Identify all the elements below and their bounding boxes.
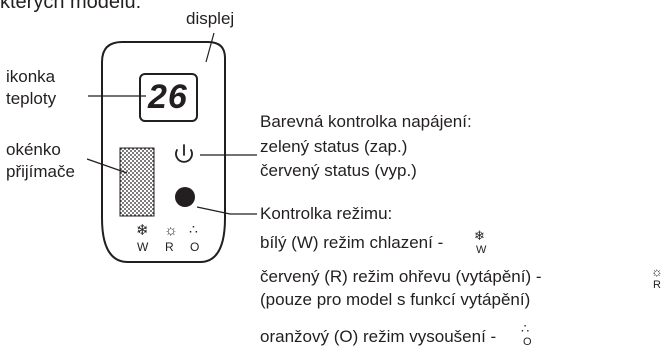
temp-icon-label-line1: ikonka (6, 67, 56, 86)
mode-led (175, 187, 195, 207)
receiver-window (119, 147, 155, 217)
mode-letter-r: R (165, 240, 174, 254)
mode-heat-letter: R (653, 279, 661, 291)
display-label: displej (186, 9, 235, 28)
receiver-label-line1: okénko (6, 140, 61, 159)
mode-cool-letter: W (476, 244, 487, 256)
sun-icon: ☼ (164, 222, 178, 239)
power-indicator-title: Barevná kontrolka napájení: (260, 112, 472, 131)
mode-dry-letter: O (523, 336, 532, 348)
snowflake-icon: ❄ (136, 222, 149, 239)
mode-letter-w: W (137, 240, 149, 254)
display-temperature: 26 (148, 78, 188, 116)
mode-heat-text: červený (R) režim ohřevu (vytápění) - (260, 267, 542, 286)
mode-heat-note: (pouze pro model s funkcí vytápění) (260, 290, 531, 309)
temp-icon-label-line2: teploty (6, 89, 57, 108)
receiver-label-line2: přijímače (6, 162, 75, 181)
mode-dry-text: oranžový (O) režim vysoušení - (260, 327, 497, 346)
leader-lines (86, 32, 257, 215)
droplets-icon: ∴ (521, 321, 530, 336)
mode-indicator-title: Kontrolka režimu: (260, 204, 393, 223)
mode-cool-text: bílý (W) režim chlazení - (260, 233, 444, 252)
power-indicator-red: červený status (vyp.) (260, 161, 417, 180)
mode-letter-o: O (190, 240, 200, 254)
droplets-icon: ∴ (189, 221, 198, 237)
header-fragment: kterých modelu: (0, 0, 142, 13)
power-indicator-green: zelený status (zap.) (260, 137, 408, 156)
display-window (139, 73, 198, 122)
unit-outline (101, 41, 226, 263)
snowflake-icon: ❄ (474, 228, 485, 243)
sun-icon: ☼ (651, 264, 663, 279)
power-icon (175, 144, 193, 163)
